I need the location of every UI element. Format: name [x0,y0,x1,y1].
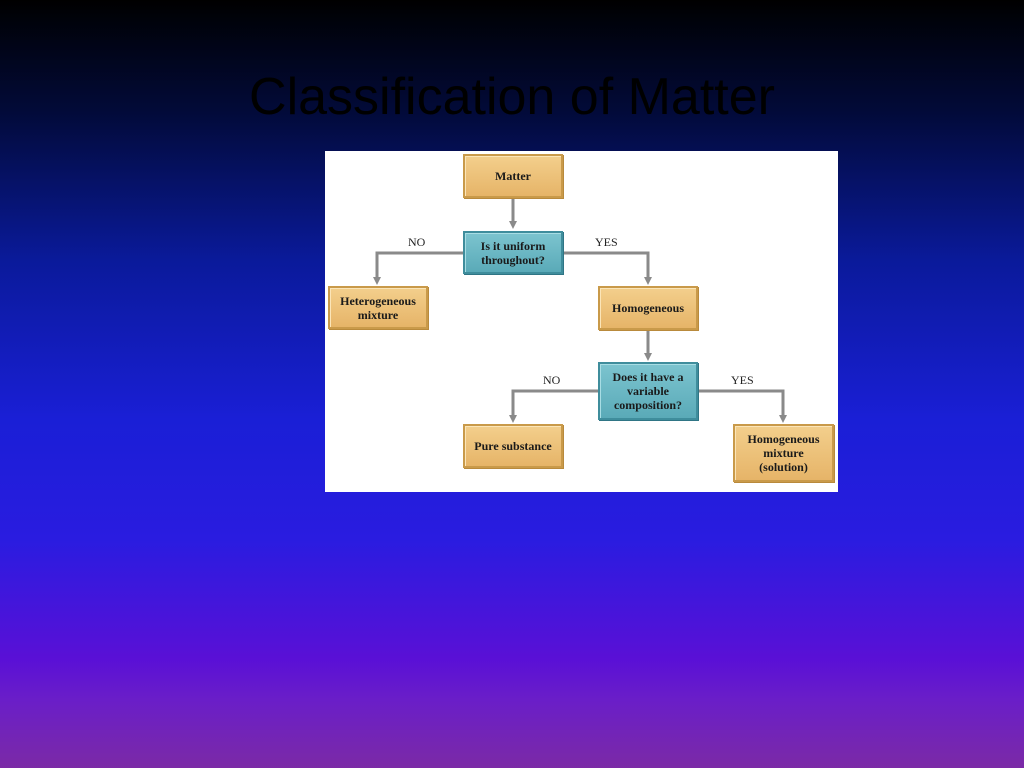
node-homogeneous: Homogeneous [598,286,698,330]
node-heterogeneous-mixture: Heterogeneous mixture [328,286,428,329]
node-uniform-question: Is it uniform throughout? [463,231,563,274]
label-yes-variable: YES [731,373,754,387]
label-no-variable: NO [543,373,561,387]
label-yes-uniform: YES [595,235,618,249]
node-variable-composition-question: Does it have a variable composition? [598,362,698,420]
node-matter: Matter [463,154,563,198]
connector-variable-no [509,389,598,423]
slide-title: Classification of Matter [249,68,775,126]
connector-uniform-yes [563,251,652,285]
classification-diagram: Matter Is it uniform throughout? Heterog… [325,151,838,492]
diagram-connectors [373,198,787,423]
node-pure-substance: Pure substance [463,424,563,468]
node-homogeneous-mixture-solution: Homogeneous mixture (solution) [733,424,834,482]
connector-variable-yes [698,389,787,423]
label-no-uniform: NO [408,235,426,249]
connector-uniform-no [373,251,463,285]
